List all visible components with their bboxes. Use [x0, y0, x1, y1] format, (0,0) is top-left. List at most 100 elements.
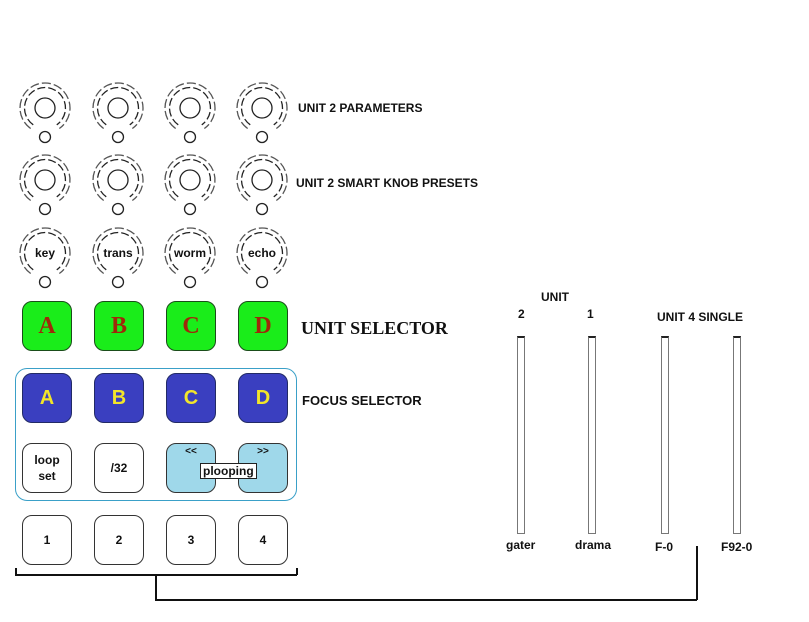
knob-arc [96, 86, 140, 126]
knob-arc [236, 82, 288, 130]
connector-horizontal [155, 599, 697, 601]
knob-arc [240, 158, 284, 198]
knob-indicator [183, 202, 197, 216]
number-button-1[interactable]: 1 [22, 515, 72, 565]
effect-knob-echo[interactable]: echo [232, 225, 292, 291]
preset-knob-2[interactable] [88, 152, 148, 218]
knob-arc [92, 154, 144, 202]
knob-arc [168, 158, 212, 198]
parameter-knob-3[interactable] [160, 80, 220, 146]
fader-bottom-label-f92-0: F92-0 [721, 540, 753, 554]
plooping-label: plooping [200, 463, 257, 479]
knob-arc [23, 158, 67, 198]
number-button-4[interactable]: 4 [238, 515, 288, 565]
knob-indicator [38, 275, 52, 289]
fader-f-0[interactable] [661, 336, 669, 534]
knob-arc [164, 227, 216, 275]
fader-bottom-label-drama: drama [575, 538, 612, 552]
knob-indicator [183, 130, 197, 144]
loop-set-button[interactable]: loop set [22, 443, 72, 493]
knob-ring-icon [164, 154, 216, 216]
knob-center [179, 169, 201, 191]
knob-arc [240, 86, 284, 126]
knob-arc [236, 154, 288, 202]
knob-center [251, 169, 273, 191]
knob-arc [96, 158, 140, 198]
fader-bottom-label-f-0: F-0 [655, 540, 673, 554]
divide-32-button[interactable]: /32 [94, 443, 144, 493]
knob-arc [164, 154, 216, 202]
effect-knob-worm[interactable]: worm [160, 225, 220, 291]
parameter-knob-1[interactable] [15, 80, 75, 146]
knob-indicator [111, 275, 125, 289]
unit-button-b[interactable]: B [94, 301, 144, 351]
unit-button-d[interactable]: D [238, 301, 288, 351]
unit-button-c[interactable]: C [166, 301, 216, 351]
fader-drama[interactable] [588, 336, 596, 534]
knob-ring-icon [19, 82, 71, 144]
knob-ring-icon [164, 227, 216, 289]
knob-ring-icon [236, 82, 288, 144]
preset-knob-4[interactable] [232, 152, 292, 218]
knob-arc [23, 231, 67, 271]
knob-arc [19, 227, 71, 275]
knob-indicator [111, 202, 125, 216]
knob-arc [168, 231, 212, 271]
knob-arc [236, 227, 288, 275]
knob-ring-icon [236, 154, 288, 216]
knob-arc [19, 82, 71, 130]
knob-indicator [255, 130, 269, 144]
knob-center [34, 97, 56, 119]
knob-center [179, 97, 201, 119]
unit-2-parameters-label: UNIT 2 PARAMETERS [298, 101, 423, 115]
focus-selector-group [15, 368, 297, 501]
fader-gater[interactable] [517, 336, 525, 534]
bracket-stem [155, 574, 157, 600]
effect-knob-key[interactable]: key [15, 225, 75, 291]
effect-knob-trans[interactable]: trans [88, 225, 148, 291]
knob-arc [168, 86, 212, 126]
knob-ring-icon [236, 227, 288, 289]
fader-f92-0[interactable] [733, 336, 741, 534]
parameter-knob-4[interactable] [232, 80, 292, 146]
unit-header: UNIT [541, 290, 569, 304]
knob-arc [92, 227, 144, 275]
focus-button-b[interactable]: B [94, 373, 144, 423]
parameter-knob-2[interactable] [88, 80, 148, 146]
loop-set-line-2: set [38, 469, 56, 483]
focus-button-d[interactable]: D [238, 373, 288, 423]
fader-bottom-label-gater: gater [506, 538, 536, 552]
number-button-3[interactable]: 3 [166, 515, 216, 565]
knob-ring-icon [92, 82, 144, 144]
knob-indicator [255, 275, 269, 289]
fader-top-label-2: 1 [587, 307, 594, 321]
connector-vertical [696, 546, 698, 600]
unit-2-smart-knob-presets-label: UNIT 2 SMART KNOB PRESETS [296, 176, 479, 190]
effect-knob-label: trans [103, 246, 133, 260]
focus-button-a[interactable]: A [22, 373, 72, 423]
focus-button-c[interactable]: C [166, 373, 216, 423]
loop-set-line-1: loop [34, 452, 60, 467]
knob-arc [19, 154, 71, 202]
knob-ring-icon [19, 154, 71, 216]
knob-arc [92, 82, 144, 130]
prev-button[interactable]: << [166, 443, 216, 493]
preset-knob-3[interactable] [160, 152, 220, 218]
unit-button-a[interactable]: A [22, 301, 72, 351]
number-button-2[interactable]: 2 [94, 515, 144, 565]
knob-arc [23, 86, 67, 126]
knob-arc [164, 82, 216, 130]
knob-center [34, 169, 56, 191]
knob-arc [240, 231, 284, 271]
unit-4-single-header: UNIT 4 SINGLE [657, 310, 744, 324]
effect-knob-label: echo [247, 246, 276, 260]
focus-selector-label: FOCUS SELECTOR [302, 393, 422, 408]
knob-indicator [38, 130, 52, 144]
preset-knob-1[interactable] [15, 152, 75, 218]
knob-ring-icon [164, 82, 216, 144]
bracket-right-tick [296, 568, 298, 575]
effect-knob-label: key [34, 246, 56, 260]
knob-indicator [183, 275, 197, 289]
fader-top-label-1: 2 [518, 307, 525, 321]
knob-center [251, 97, 273, 119]
